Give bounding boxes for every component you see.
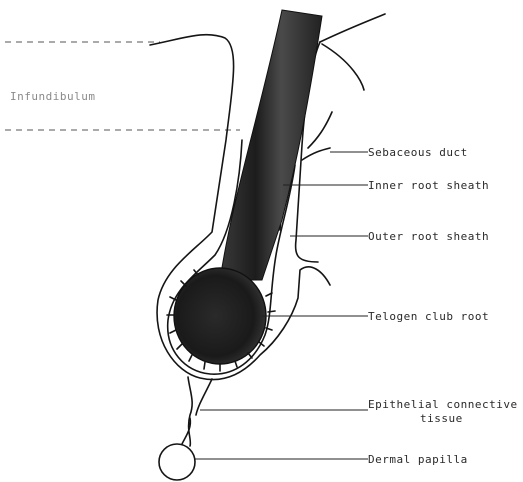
label-inner-root-sheath: Inner root sheath (368, 179, 489, 192)
dermal-papilla-circle (159, 444, 195, 480)
epidermis-right (320, 14, 385, 42)
label-telogen-club-root: Telogen club root (368, 310, 489, 323)
label-epithelial-connective: Epithelial connective (368, 398, 518, 411)
hair-shaft (220, 10, 322, 280)
label-infundibulum: Infundibulum (10, 90, 95, 103)
epithelial-connective-strand (188, 377, 212, 446)
skin-surface-right (322, 44, 364, 90)
label-outer-root-sheath: Outer root sheath (368, 230, 489, 243)
sebaceous-duct-wall (302, 112, 332, 160)
label-sebaceous-duct: Sebaceous duct (368, 146, 468, 159)
club-root-bulb (174, 268, 266, 364)
label-epithelial-connective-tissue: tissue (420, 412, 463, 425)
label-dermal-papilla: Dermal papilla (368, 453, 468, 466)
